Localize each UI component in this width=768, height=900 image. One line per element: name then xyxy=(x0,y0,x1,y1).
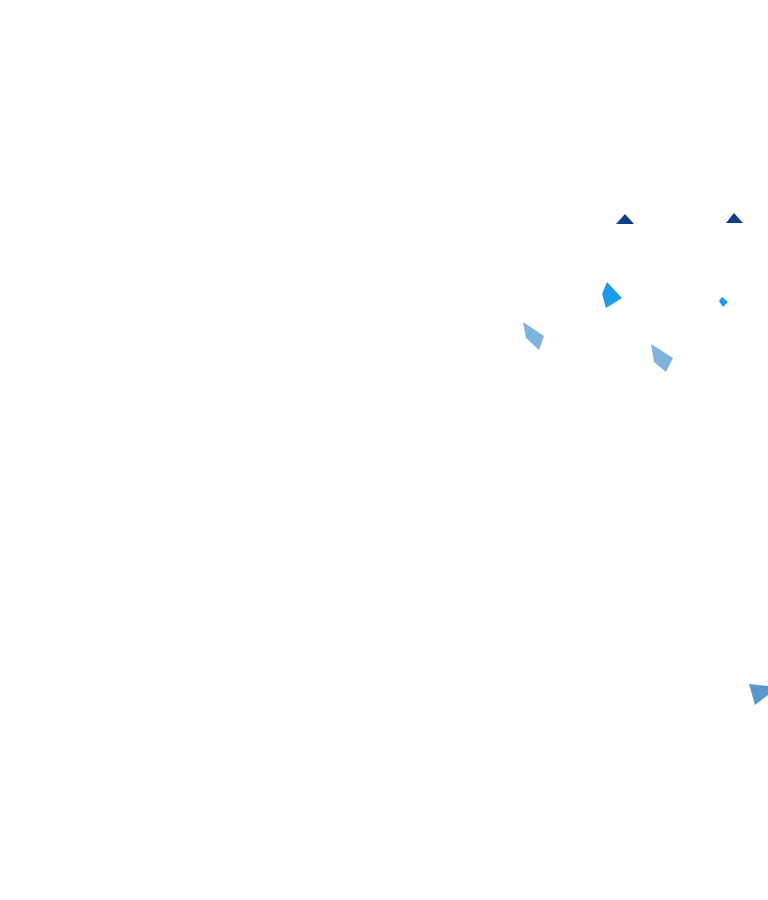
shard-bright-blue-small-icon xyxy=(719,297,728,307)
triangle-navy-right-icon xyxy=(726,213,743,223)
shard-light-blue-left-icon xyxy=(523,322,544,350)
triangle-navy-left-icon xyxy=(616,214,634,224)
shard-bright-blue-large-icon xyxy=(602,282,622,308)
shard-light-blue-right-icon xyxy=(651,344,673,372)
shard-steel-blue-edge-icon xyxy=(749,684,768,705)
